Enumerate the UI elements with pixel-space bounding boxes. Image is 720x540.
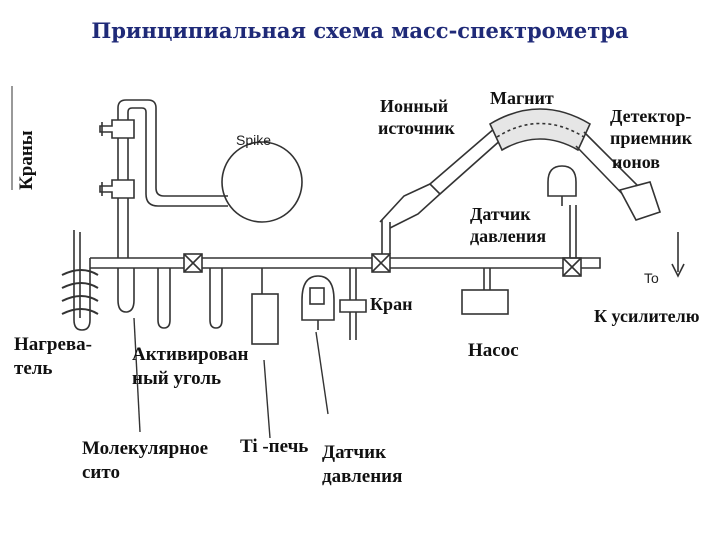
magnet (488, 108, 592, 152)
page-title: Принципиальная схема масс-спектрометра (91, 18, 629, 43)
spike-bulb (221, 141, 303, 223)
pressure-top-label-1: Датчик (470, 204, 531, 224)
to-arrow-head (671, 263, 685, 278)
leader-lines (133, 317, 329, 439)
manifold-pipe (90, 257, 570, 269)
detector-label-2: приемник (610, 128, 693, 148)
magnet-label: Магнит (490, 88, 554, 108)
charcoal-tube-2 (209, 268, 223, 329)
charcoal-label-2: ный уголь (132, 368, 222, 389)
spike-label: Spike (236, 132, 272, 148)
detector-tube (575, 131, 662, 221)
heater-label-2: тель (14, 358, 53, 379)
charcoal-label-1: Активирован (132, 344, 249, 365)
ion-source-label-2: источник (378, 118, 455, 138)
sieve-label-1: Молекулярное (82, 438, 209, 459)
ion-source-tube (379, 127, 504, 254)
ti-oven (251, 268, 279, 345)
to-label: To (644, 270, 659, 286)
sieve-label-2: сито (82, 462, 120, 483)
ion-source-label-1: Ионный (380, 96, 449, 116)
sieve-tube (117, 268, 135, 313)
to-amplifier-label: К усилителю (594, 306, 700, 326)
cranes-label: Краны (16, 130, 37, 190)
detector-label-1: Детектор- (610, 106, 692, 126)
pressure-bottom-label-2: давления (322, 466, 403, 487)
pump (461, 268, 509, 315)
charcoal-tube-1 (157, 268, 171, 329)
crane-tubes (99, 99, 228, 258)
ti-oven-label: Ti -печь (240, 436, 309, 457)
detector-label-3: ионов (612, 152, 661, 172)
heater-label-1: Нагрева- (14, 334, 92, 355)
pressure-bottom-label-1: Датчик (322, 442, 387, 463)
pump-label: Насос (468, 340, 519, 361)
valve-crosses (183, 253, 582, 277)
pressure-gauge-bottom (301, 275, 335, 330)
tap-label: Кран (370, 294, 413, 314)
pressure-top-label-2: давления (470, 226, 547, 246)
heater (61, 230, 99, 331)
tap (339, 268, 367, 340)
pressure-gauge-top (547, 165, 577, 258)
